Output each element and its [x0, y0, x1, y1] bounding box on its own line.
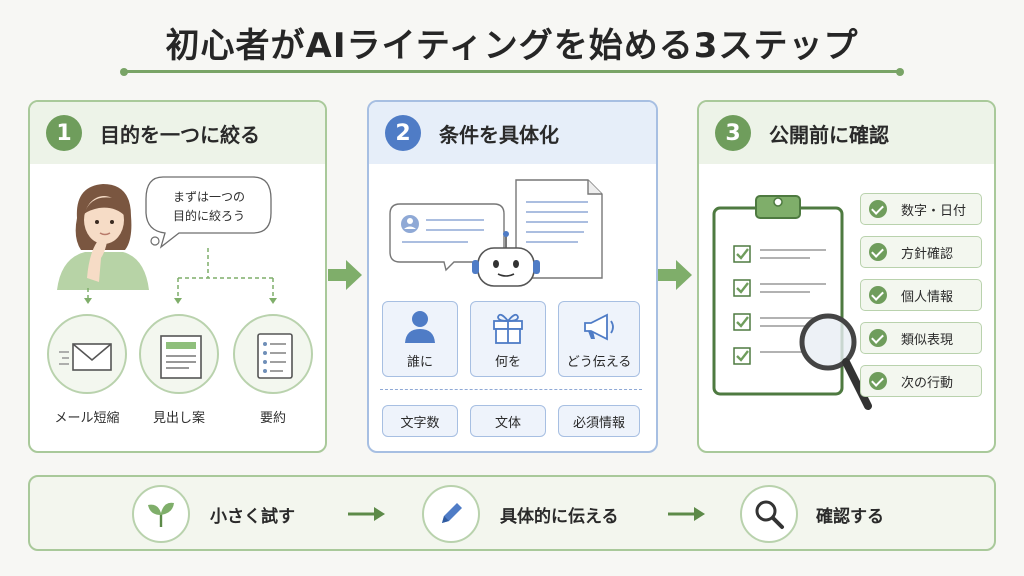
arrow-right-icon: [668, 507, 705, 521]
required-info-chip: 必須情報: [558, 405, 640, 437]
step-3-title: 公開前に確認: [769, 122, 889, 147]
step-1-panel: 1 目的を一つに絞る: [28, 100, 327, 453]
step-2-number: 2: [385, 115, 421, 151]
title-underline: [120, 67, 904, 76]
list-document-icon: [257, 333, 293, 379]
speech-bubble-shape: [145, 176, 272, 249]
step-1-number: 1: [46, 115, 82, 151]
check-label: 類似表現: [901, 332, 954, 348]
check-chip: 方針確認: [860, 236, 982, 268]
char-count-chip: 文字数: [382, 405, 458, 437]
item-summary-label: 要約: [259, 411, 286, 426]
check-circle-icon: [869, 286, 887, 304]
summary-circle: [233, 314, 313, 394]
clipboard-checklist-illustration: [712, 195, 872, 410]
check-chip: 個人情報: [860, 279, 982, 311]
step-2-header: 2 条件を具体化: [369, 102, 656, 164]
summary-flow-bar: 小さく試す 具体的に伝える 確認する: [28, 475, 996, 551]
flow-step-1-label: 小さく試す: [210, 507, 295, 527]
sprout-icon: [148, 502, 174, 527]
dashed-connectors: [84, 248, 277, 304]
sprout-circle: [132, 485, 190, 543]
what-label: 何を: [494, 354, 521, 370]
search-circle: [740, 485, 798, 543]
check-label: 数字・日付: [901, 203, 967, 219]
check-circle-icon: [869, 243, 887, 261]
who-label: 誰に: [406, 354, 433, 370]
how-box: どう伝える: [558, 301, 640, 377]
page-title: 初心者がAIライティングを始める3ステップ: [165, 26, 859, 66]
flow-step-3-label: 確認する: [816, 507, 884, 527]
flow-step-2-label: 具体的に伝える: [500, 507, 619, 527]
megaphone-icon: [584, 313, 614, 340]
speech-line-1: まずは一つの: [172, 190, 245, 204]
headline-circle: [139, 314, 219, 394]
who-box: 誰に: [382, 301, 458, 377]
check-label: 方針確認: [901, 246, 954, 262]
pencil-icon: [442, 503, 462, 523]
step-1-title: 目的を一つに絞る: [100, 122, 260, 147]
thinking-person-illustration: [57, 184, 149, 290]
magnifier-icon: [755, 500, 784, 529]
item-email-label: メール短縮: [54, 411, 120, 426]
conditions-divider: [380, 389, 642, 390]
check-chip: 数字・日付: [860, 193, 982, 225]
check-chip: 次の行動: [860, 365, 982, 397]
how-label: どう伝える: [566, 354, 632, 370]
check-label: 個人情報: [901, 289, 954, 305]
ai-chat-illustration: [389, 179, 603, 287]
style-chip: 文体: [470, 405, 546, 437]
arrow-right-icon: [658, 260, 692, 290]
item-headline-label: 見出し案: [152, 411, 205, 426]
pencil-circle: [422, 485, 480, 543]
arrow-right-icon: [328, 260, 362, 290]
headline-document-icon: [160, 335, 202, 379]
check-circle-icon: [869, 329, 887, 347]
check-circle-icon: [869, 372, 887, 390]
step-3-header: 3 公開前に確認: [699, 102, 994, 164]
person-icon: [405, 310, 435, 343]
envelope-icon: [59, 343, 112, 371]
step-3-number: 3: [715, 115, 751, 151]
email-circle: [47, 314, 127, 394]
check-chip: 類似表現: [860, 322, 982, 354]
what-box: 何を: [470, 301, 546, 377]
step-2-title: 条件を具体化: [439, 122, 559, 147]
speech-line-2: 目的に絞ろう: [172, 209, 245, 223]
check-circle-icon: [869, 200, 887, 218]
check-label: 次の行動: [901, 375, 954, 391]
arrow-right-icon: [348, 507, 385, 521]
step-1-header: 1 目的を一つに絞る: [30, 102, 325, 164]
gift-icon: [493, 313, 523, 344]
